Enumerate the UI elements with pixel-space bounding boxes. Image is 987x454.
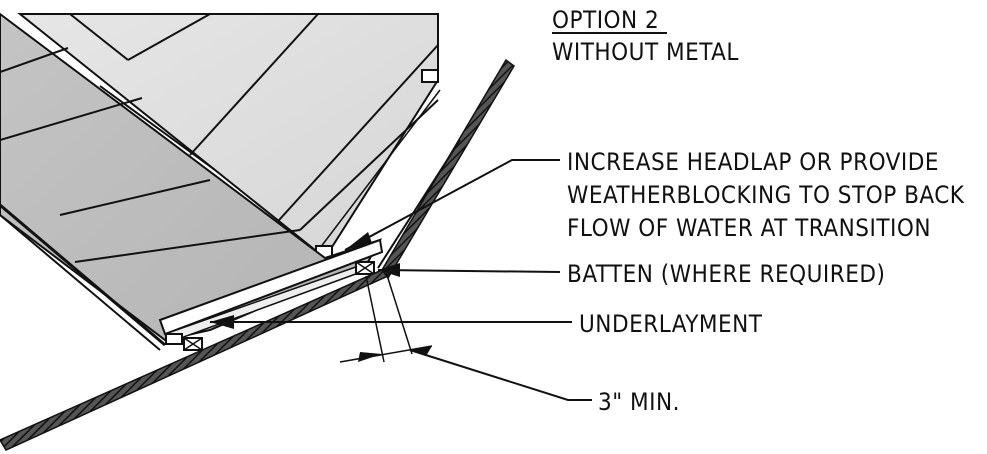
callout-batten: BATTEN (WHERE REQUIRED) bbox=[377, 260, 885, 288]
upper-roof-tiles bbox=[17, 13, 441, 260]
batten-leader bbox=[377, 269, 561, 273]
headlap-line-2: WEATHERBLOCKING TO STOP BACK bbox=[567, 181, 965, 209]
headlap-arrowhead bbox=[345, 232, 372, 250]
underlayment-label: UNDERLAYMENT bbox=[579, 310, 763, 338]
headlap-line-1: INCREASE HEADLAP OR PROVIDE bbox=[567, 148, 939, 176]
underlayment-arrowhead bbox=[210, 315, 234, 329]
callout-underlayment: UNDERLAYMENT bbox=[210, 310, 763, 338]
option-subtitle: WITHOUT METAL bbox=[552, 38, 739, 66]
underlayment-band bbox=[0, 58, 515, 451]
callout-headlap: INCREASE HEADLAP OR PROVIDE WEATHERBLOCK… bbox=[344, 148, 965, 251]
option-title: OPTION 2 bbox=[552, 6, 659, 34]
dim-extension-1 bbox=[365, 275, 385, 363]
batten-label: BATTEN (WHERE REQUIRED) bbox=[567, 260, 885, 288]
batten-arrowhead bbox=[378, 263, 400, 277]
headlap-line-3: FLOW OF WATER AT TRANSITION bbox=[567, 214, 931, 242]
dim-leader bbox=[409, 349, 592, 401]
dimension-label: 3" MIN. bbox=[598, 388, 680, 416]
dimension-3in: 3" MIN. bbox=[339, 271, 680, 416]
dim-extension-2 bbox=[385, 271, 413, 355]
batten-lower bbox=[183, 337, 203, 351]
headlap-leader bbox=[344, 159, 560, 251]
batten-upper bbox=[355, 261, 375, 275]
dim-arrow-left bbox=[358, 352, 382, 362]
lower-roof-tiles bbox=[0, 12, 384, 351]
dim-arrow-right bbox=[408, 346, 432, 356]
